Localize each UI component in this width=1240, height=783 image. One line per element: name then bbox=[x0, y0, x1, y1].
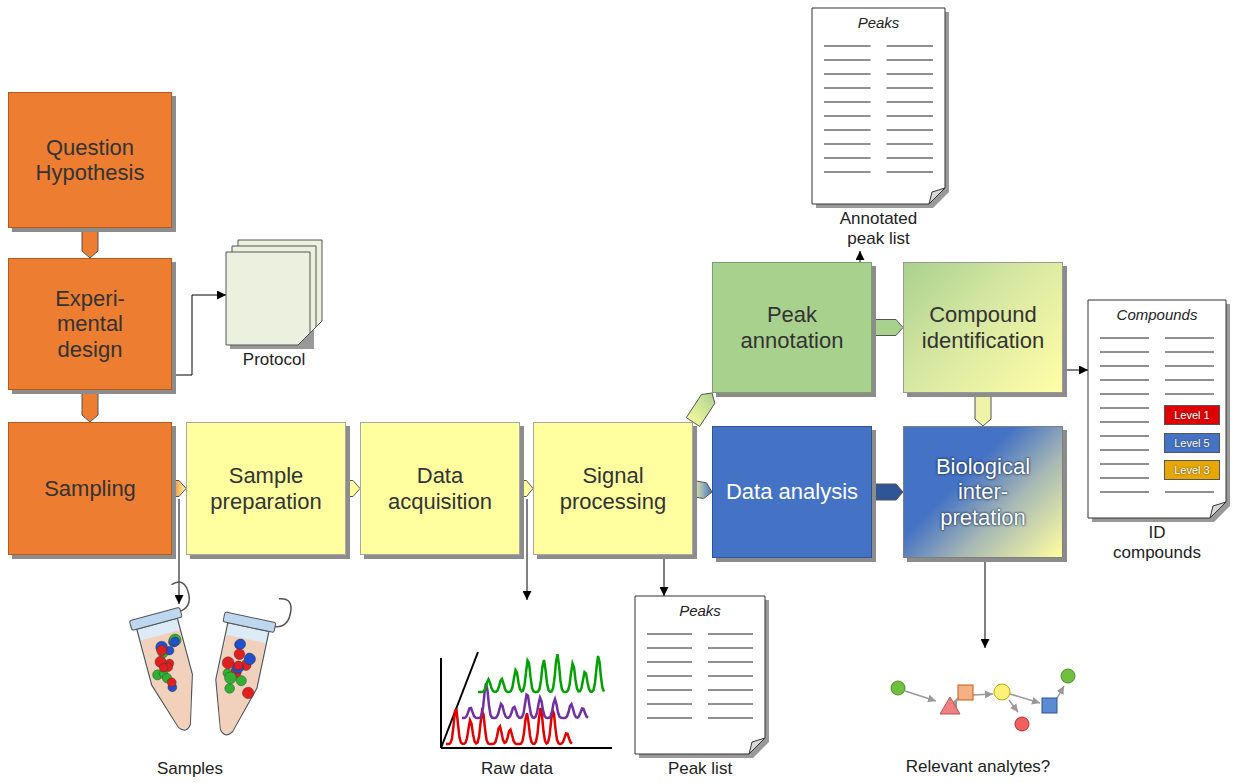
box-label: Signal processing bbox=[543, 463, 683, 514]
level-badge: Level 1 bbox=[1164, 405, 1220, 425]
illustration-label: Samples bbox=[157, 759, 223, 779]
leader-arrow bbox=[527, 499, 528, 600]
block-arrow bbox=[520, 481, 533, 497]
block-arrow bbox=[82, 228, 98, 258]
document-heading: Compounds bbox=[1088, 300, 1226, 323]
flow-arrow bbox=[172, 295, 226, 375]
document-heading: Peaks bbox=[635, 596, 765, 619]
flow-arrow bbox=[1063, 370, 1088, 371]
process-box: Sample preparation bbox=[186, 422, 346, 555]
box-label: Sampling bbox=[44, 476, 136, 501]
process-box: Data analysis bbox=[712, 426, 872, 558]
block-arrow bbox=[872, 484, 903, 500]
box-label: Question Hypothesis bbox=[20, 135, 160, 186]
compound-document: Compounds ID compounds Level 1 Level 5 Level… bbox=[1088, 300, 1226, 565]
box-label: Sample preparation bbox=[196, 463, 336, 514]
flow-arrow bbox=[664, 555, 665, 596]
level-label: Level 1 bbox=[1174, 409, 1209, 421]
document-outline bbox=[226, 240, 322, 345]
peak-list-document: PeaksAnnotated peak list bbox=[812, 8, 945, 251]
block-arrow bbox=[346, 481, 360, 497]
process-box: Signal processing bbox=[533, 422, 693, 555]
question-box: Question Hypothesis bbox=[8, 92, 172, 228]
document-label: Annotated peak list bbox=[829, 209, 929, 248]
box-label: Data acquisition bbox=[370, 463, 510, 514]
analyte-network bbox=[891, 669, 1075, 731]
box-label: Peak annotation bbox=[722, 302, 862, 353]
raw-data-chart bbox=[441, 652, 612, 748]
document-label: Peak list bbox=[645, 759, 755, 779]
document-sheet: Peaks bbox=[812, 8, 945, 204]
illustration-label: Raw data bbox=[481, 759, 553, 779]
sample-tube bbox=[123, 580, 223, 737]
flow-arrow bbox=[860, 251, 861, 262]
block-arrow bbox=[975, 393, 991, 426]
process-box: Sampling bbox=[8, 422, 172, 555]
document-outline bbox=[635, 596, 765, 754]
level-label: Level 5 bbox=[1174, 437, 1209, 449]
illustration-label: Relevant analytes? bbox=[906, 757, 1051, 777]
block-arrow bbox=[82, 390, 98, 422]
process-box: Peak annotation bbox=[712, 262, 872, 393]
level-badge: Level 3 bbox=[1164, 460, 1220, 480]
document-outline bbox=[812, 8, 945, 204]
level-badge: Level 5 bbox=[1164, 433, 1220, 453]
sample-tube bbox=[200, 587, 293, 742]
peak-list-document: PeaksPeak list bbox=[635, 596, 765, 782]
block-arrow bbox=[872, 320, 903, 336]
document-stack bbox=[226, 240, 322, 345]
block-arrow bbox=[172, 481, 186, 497]
leader-arrow bbox=[985, 560, 986, 648]
block-arrow bbox=[692, 481, 712, 499]
document-sheet: Peaks bbox=[635, 596, 765, 754]
box-label: Compound identification bbox=[912, 302, 1054, 353]
box-label: Biological inter- pretation bbox=[929, 454, 1037, 530]
document-label: Protocol bbox=[243, 350, 305, 370]
design-box: Experi- mental design bbox=[8, 258, 172, 390]
process-box: Compound identification bbox=[903, 262, 1063, 393]
leader-arrow bbox=[179, 499, 180, 604]
level-label: Level 3 bbox=[1174, 464, 1209, 476]
box-label: Experi- mental design bbox=[36, 286, 144, 362]
document-label: ID compounds bbox=[1112, 523, 1202, 562]
box-label: Data analysis bbox=[726, 479, 858, 504]
document-heading: Peaks bbox=[812, 8, 945, 31]
process-box: Biological inter- pretation bbox=[903, 426, 1063, 558]
process-box: Data acquisition bbox=[360, 422, 520, 555]
protocol-document: Protocol bbox=[226, 240, 322, 373]
